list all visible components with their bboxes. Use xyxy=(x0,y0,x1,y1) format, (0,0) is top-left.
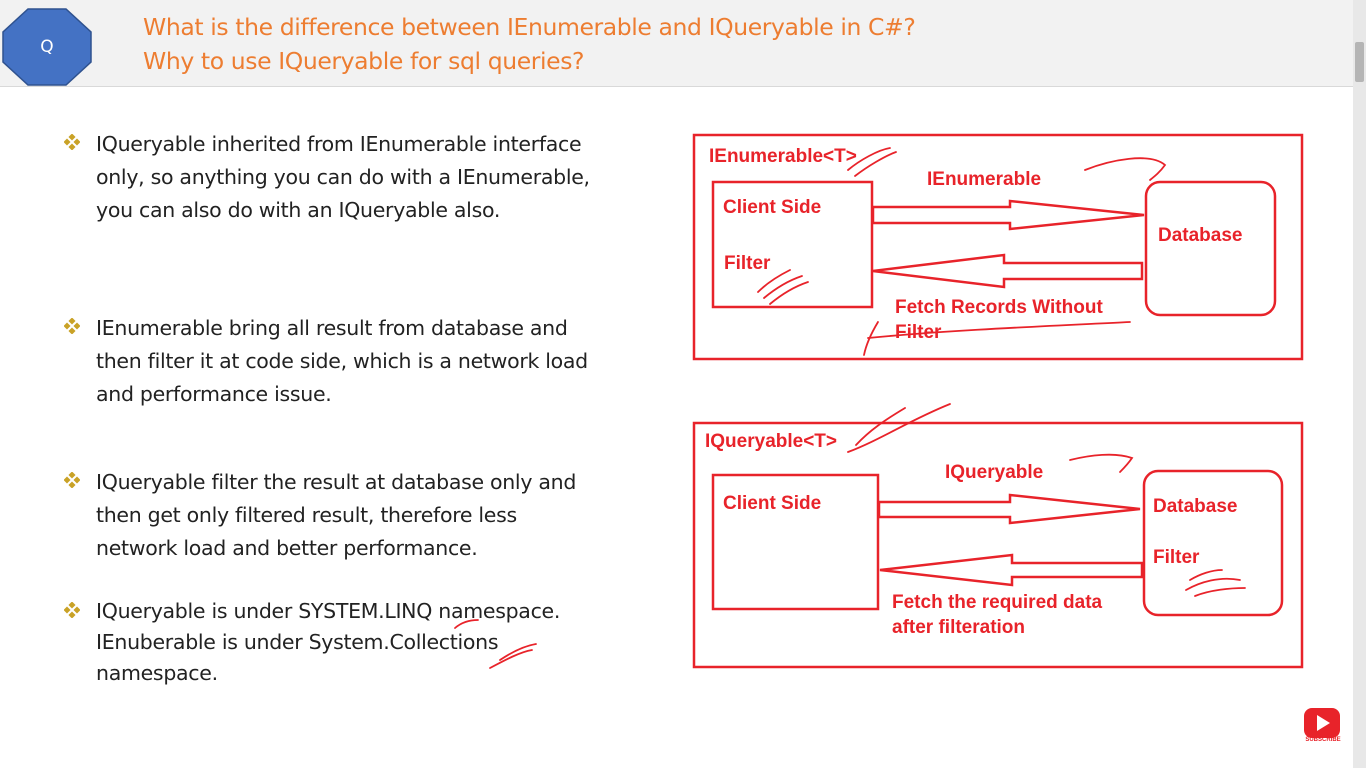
top-response-arrow xyxy=(872,253,1144,289)
bullet-text: IQueryable is under SYSTEM.LINQ namespac… xyxy=(96,596,636,689)
bullet-line: IQueryable is under SYSTEM.LINQ namespac… xyxy=(96,599,561,623)
iqueryable-frame xyxy=(692,421,1304,669)
slide-header: Q What is the difference between IEnumer… xyxy=(0,0,1366,87)
top-return-label-1: Fetch Records Without xyxy=(895,297,1103,318)
top-database-label: Database xyxy=(1158,225,1243,246)
bottom-database-box xyxy=(1142,469,1284,617)
top-arrow-label: IEnumerable xyxy=(927,169,1042,190)
bottom-return-label-2: after filteration xyxy=(892,617,1026,638)
bullet-text: IEnumerable bring all result from databa… xyxy=(96,312,636,411)
bullet-line: IQueryable filter the result at database… xyxy=(96,470,577,494)
bullet-line: namespace. xyxy=(96,661,218,685)
bullet-line: network load and better performance. xyxy=(96,536,478,560)
question-badge: Q xyxy=(2,8,92,86)
top-client-box xyxy=(711,180,874,309)
bottom-arrow-label: IQueryable xyxy=(945,462,1044,483)
top-return-label-2: Filter xyxy=(895,322,942,343)
bullet-line: IEnuberable is under System.Collections xyxy=(96,630,499,654)
diamond-bullet-icon xyxy=(64,602,80,618)
top-client-label: Client Side xyxy=(723,197,822,218)
bottom-database-label: Database xyxy=(1153,496,1238,517)
bottom-return-label-1: Fetch the required data xyxy=(892,592,1103,613)
bottom-client-box xyxy=(711,473,880,611)
badge-letter: Q xyxy=(40,37,54,57)
bottom-filter-label: Filter xyxy=(1153,547,1200,568)
subscribe-label[interactable]: SUBSCRIBE xyxy=(1305,737,1341,743)
play-button-icon[interactable] xyxy=(1302,706,1342,744)
diamond-bullet-icon xyxy=(64,134,80,150)
diamond-bullet-icon xyxy=(64,318,80,334)
title-line-1: What is the difference between IEnumerab… xyxy=(143,13,916,41)
scrollbar-thumb[interactable] xyxy=(1355,42,1364,82)
bullet-text: IQueryable inherited from IEnumerable in… xyxy=(96,128,636,227)
bottom-response-arrow xyxy=(879,553,1144,587)
top-diagram-title: IEnumerable<T> xyxy=(709,146,857,167)
octagon-badge-icon xyxy=(2,8,92,86)
bullet-line: IEnumerable bring all result from databa… xyxy=(96,316,568,340)
bottom-request-arrow xyxy=(877,493,1141,525)
top-filter-label: Filter xyxy=(724,253,771,274)
bullet-line: then filter it at code side, which is a … xyxy=(96,349,588,373)
top-request-arrow xyxy=(871,199,1145,231)
vertical-scrollbar[interactable] xyxy=(1353,0,1366,768)
bullet-line: you can also do with an IQueryable also. xyxy=(96,198,501,222)
bullet-text: IQueryable filter the result at database… xyxy=(96,466,636,565)
ienumerable-frame xyxy=(692,133,1304,361)
page-title: What is the difference between IEnumerab… xyxy=(143,10,916,78)
bullet-line: then get only filtered result, therefore… xyxy=(96,503,517,527)
bottom-client-label: Client Side xyxy=(723,493,822,514)
bullet-line: IQueryable inherited from IEnumerable in… xyxy=(96,132,582,156)
bullet-line: and performance issue. xyxy=(96,382,332,406)
bullet-line: only, so anything you can do with a IEnu… xyxy=(96,165,590,189)
diamond-bullet-icon xyxy=(64,472,80,488)
title-line-2: Why to use IQueryable for sql queries? xyxy=(143,47,585,75)
comparison-diagram: IEnumerable<T> Client Side Filter IEnume… xyxy=(692,133,1304,673)
top-database-box xyxy=(1144,180,1277,317)
bottom-diagram-title: IQueryable<T> xyxy=(705,431,838,452)
diagram-shapes xyxy=(692,133,1304,669)
